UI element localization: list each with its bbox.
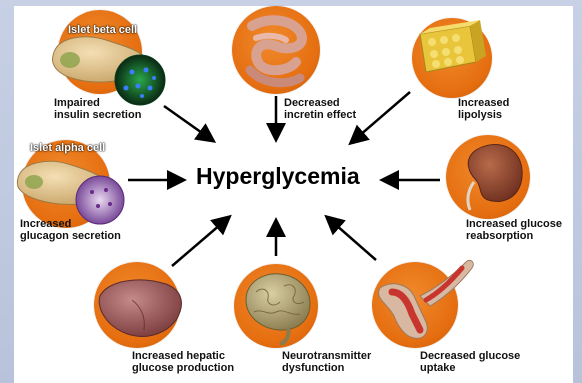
factor-label-insulin: Impaired insulin secretion — [54, 97, 141, 121]
kidney-image — [468, 144, 522, 210]
factor-label-line2: reabsorption — [466, 230, 562, 242]
factor-label-line2: uptake — [420, 362, 520, 374]
arrow-muscle — [328, 218, 376, 260]
factor-label-line2: incretin effect — [284, 109, 356, 121]
factor-label-line1: Decreased glucose — [420, 350, 520, 362]
factor-label-line1: Increased — [20, 218, 121, 230]
factor-label-line1: Neurotransmitter — [282, 350, 371, 362]
factor-label-glucagon: Increased glucagon secretion — [20, 218, 121, 242]
islet-alpha-cell-tag: Islet alpha cell — [30, 142, 105, 154]
adipose-image — [420, 20, 486, 72]
factor-label-line2: insulin secretion — [54, 109, 141, 121]
arrow-lipolysis — [352, 92, 410, 142]
factor-label-line1: Increased — [458, 97, 509, 109]
factor-label-line2: lipolysis — [458, 109, 509, 121]
factor-label-line2: dysfunction — [282, 362, 371, 374]
factor-label-muscle: Decreased glucose uptake — [420, 350, 520, 374]
factor-label-line1: Increased hepatic — [132, 350, 234, 362]
factor-label-line2: glucagon secretion — [20, 230, 121, 242]
arrow-liver — [172, 218, 228, 266]
factor-label-line1: Impaired — [54, 97, 141, 109]
alpha-cell-micrograph — [76, 176, 124, 224]
factor-label-line1: Increased glucose — [466, 218, 562, 230]
center-label: Hyperglycemia — [196, 163, 360, 190]
brain-image — [246, 274, 310, 344]
factor-label-incretin: Decreased incretin effect — [284, 97, 356, 121]
islet-beta-cell-tag: Islet beta cell — [68, 24, 137, 36]
factor-label-line2: glucose production — [132, 362, 234, 374]
intestine-image — [250, 20, 302, 82]
factor-label-neurotransmitter: Neurotransmitter dysfunction — [282, 350, 371, 374]
factor-label-line1: Decreased — [284, 97, 356, 109]
factor-label-hepatic: Increased hepatic glucose production — [132, 350, 234, 374]
liver-image — [99, 280, 181, 336]
arrow-beta — [164, 106, 212, 140]
factor-label-reabsorption: Increased glucose reabsorption — [466, 218, 562, 242]
muscle-image — [379, 260, 474, 338]
factor-label-lipolysis: Increased lipolysis — [458, 97, 509, 121]
